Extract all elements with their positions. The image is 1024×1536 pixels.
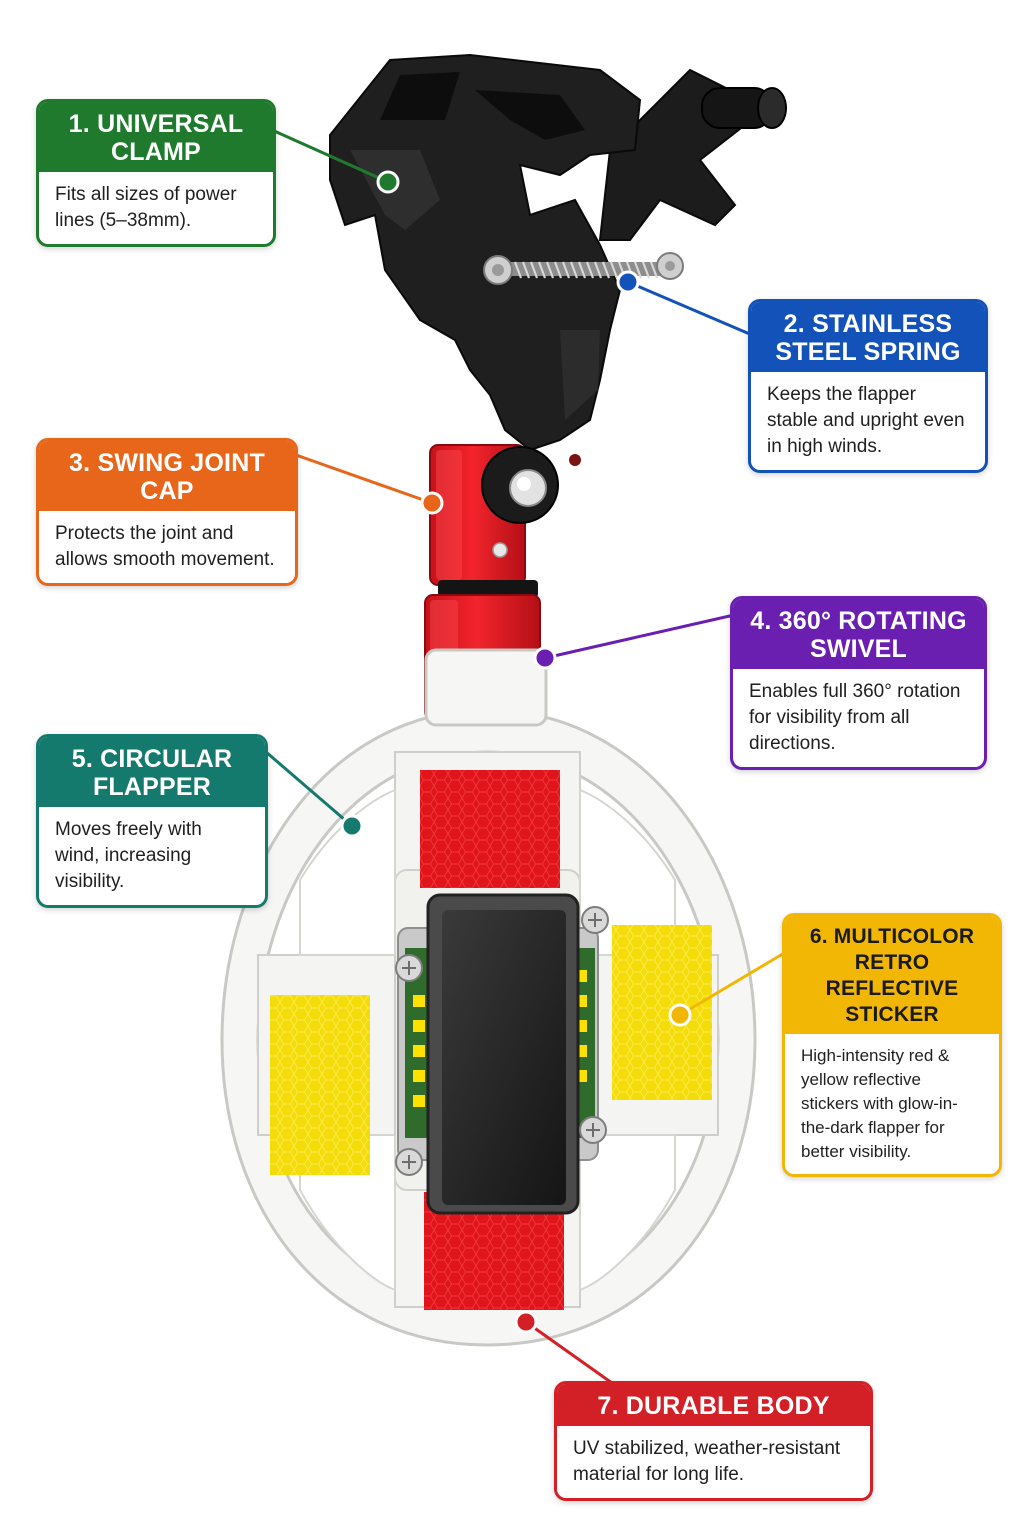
callout-title: 2. STAINLESS STEEL SPRING bbox=[751, 302, 985, 372]
leader-dots bbox=[340, 170, 692, 1334]
callout-text: Moves freely with wind, increasing visib… bbox=[55, 819, 202, 892]
callout-rotating-swivel: 4. 360° ROTATING SWIVEL Enables full 360… bbox=[730, 596, 987, 770]
sticker-yellow-right bbox=[612, 925, 712, 1100]
callout-text: Keeps the flapper stable and upright eve… bbox=[767, 384, 965, 457]
leader-line-sticker bbox=[679, 950, 787, 1017]
leader-line-swing bbox=[295, 453, 433, 505]
swing-joint-cap bbox=[429, 444, 559, 598]
callout-title: 6. MULTICOLOR RETRO REFLECTIVE STICKER bbox=[785, 916, 999, 1034]
callout-text: Enables full 360° rotation for visibilit… bbox=[749, 681, 961, 754]
stainless-steel-spring bbox=[483, 252, 684, 285]
callout-durable-body: 7. DURABLE BODY UV stabilized, weather-r… bbox=[554, 1381, 873, 1501]
callout-reflective-sticker: 6. MULTICOLOR RETRO REFLECTIVE STICKER H… bbox=[782, 913, 1002, 1177]
sticker-red-top bbox=[420, 770, 560, 888]
callout-text: High-intensity red & yellow reflective s… bbox=[801, 1046, 958, 1161]
sticker-yellow-left bbox=[270, 995, 370, 1175]
callout-title: 3. SWING JOINT CAP bbox=[39, 441, 295, 511]
leader-line-spring bbox=[627, 280, 753, 337]
callout-title: 7. DURABLE BODY bbox=[557, 1384, 870, 1426]
callout-text: Protects the joint and allows smooth mov… bbox=[55, 523, 275, 570]
callout-swing-joint-cap: 3. SWING JOINT CAP Protects the joint an… bbox=[36, 438, 298, 586]
callout-title: 5. CIRCULAR FLAPPER bbox=[39, 737, 265, 807]
leader-line-clamp bbox=[271, 128, 389, 184]
leader-line-body bbox=[525, 1320, 613, 1385]
callout-text: Fits all sizes of power lines (5–38mm). bbox=[55, 184, 237, 231]
marker-dot-spring bbox=[616, 270, 640, 294]
marker-dot-swing bbox=[420, 491, 444, 515]
marker-dot-flapper bbox=[340, 814, 364, 838]
leader-line-swivel bbox=[544, 613, 735, 660]
universal-clamp bbox=[329, 53, 787, 466]
callout-circular-flapper: 5. CIRCULAR FLAPPER Moves freely with wi… bbox=[36, 734, 268, 908]
marker-dot-swivel bbox=[533, 646, 557, 670]
callout-universal-clamp: 1. UNIVERSAL CLAMP Fits all sizes of pow… bbox=[36, 99, 276, 247]
marker-dot-clamp bbox=[376, 170, 400, 194]
solar-led-module bbox=[395, 893, 609, 1215]
callout-stainless-steel-spring: 2. STAINLESS STEEL SPRING Keeps the flap… bbox=[748, 299, 988, 473]
leader-lines bbox=[265, 128, 787, 1385]
leader-line-flapper bbox=[265, 750, 353, 828]
callout-title: 1. UNIVERSAL CLAMP bbox=[39, 102, 273, 172]
callout-title: 4. 360° ROTATING SWIVEL bbox=[733, 599, 984, 669]
marker-dot-body bbox=[514, 1310, 538, 1334]
callout-text: UV stabilized, weather-resistant materia… bbox=[573, 1438, 841, 1485]
marker-dot-sticker bbox=[668, 1003, 692, 1027]
